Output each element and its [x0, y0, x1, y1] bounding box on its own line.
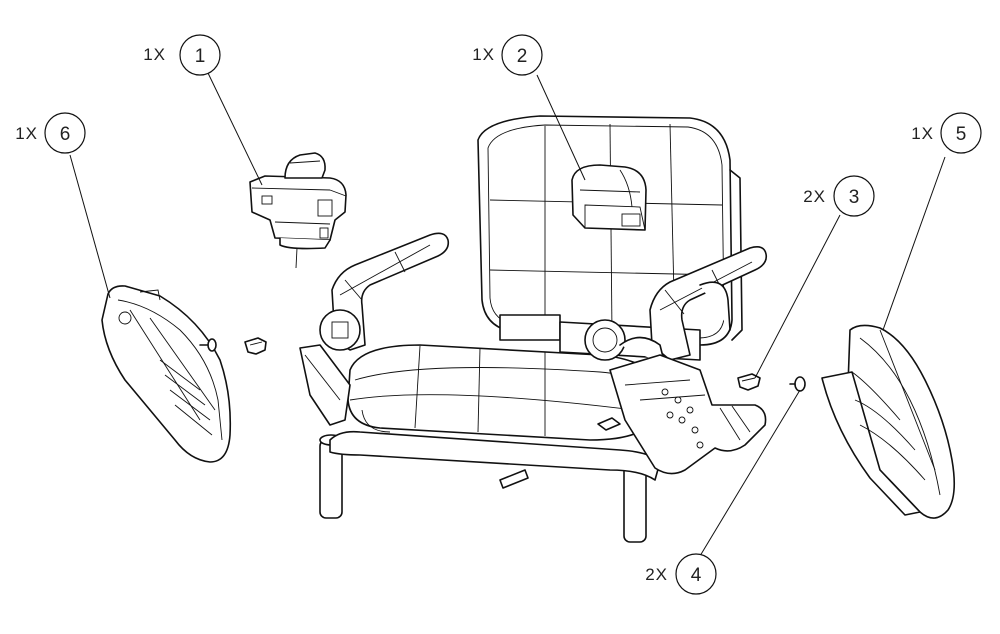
callout-qty: 1X [472, 45, 495, 64]
callout-number: 2 [517, 46, 528, 67]
part-4-knob [789, 376, 806, 392]
callout-number: 4 [691, 565, 702, 586]
callout-5: 1X 5 [911, 112, 982, 154]
callout-2: 1X 2 [472, 34, 543, 76]
callout-qty: 1X [15, 124, 38, 143]
side-control-panel [609, 354, 767, 475]
callout-4: 2X 4 [645, 553, 717, 595]
left-armrest [299, 232, 450, 426]
callout-qty: 2X [645, 565, 668, 584]
callout-number: 6 [60, 124, 71, 145]
callout-3: 2X 3 [803, 175, 875, 217]
part-3-clip [737, 373, 761, 391]
callout-number: 5 [956, 124, 967, 145]
callout-qty: 1X [143, 45, 166, 64]
leader-lines [69, 72, 946, 557]
seat-base-frame [329, 430, 661, 481]
part-2-mount [571, 164, 647, 231]
part-6-left-side-cover [101, 285, 232, 463]
callout-qty: 2X [803, 187, 826, 206]
left-hardware [199, 337, 267, 355]
callout-number: 3 [849, 187, 860, 208]
callout-1: 1X 1 [143, 34, 221, 76]
part-1-joystick-controller [249, 152, 347, 269]
callout-qty: 1X [911, 124, 934, 143]
part-5-right-side-cover [821, 324, 956, 519]
callout-6: 1X 6 [15, 112, 86, 154]
callout-number: 1 [195, 46, 206, 67]
seat-cushion [347, 344, 661, 441]
seat-assembly [299, 115, 768, 543]
